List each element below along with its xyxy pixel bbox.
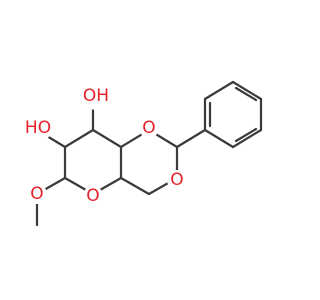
hydroxyl-left-label: HO (25, 118, 51, 138)
atom-label-layer: OH HO O O O O (24, 82, 187, 206)
aromatic-double-bond-2 (234, 127, 258, 143)
hydroxyl-top-label: OH (83, 86, 109, 106)
label-mask-acetal-upper-o (139, 118, 159, 138)
bond-layer (35, 80, 263, 227)
bond-c8-c7 (63, 128, 95, 149)
label-mask-acetal-lower-o (167, 170, 187, 190)
aromatic-double-bond-3 (234, 86, 258, 102)
label-mask-left-ho (24, 114, 52, 142)
bond-ph-4-5 (231, 80, 263, 101)
methoxy-oxygen-label: O (30, 184, 43, 204)
bond-c8-c8a (91, 128, 123, 149)
bond-ph-5-6 (203, 80, 235, 101)
label-mask-top-oh (82, 82, 110, 110)
bond-c2-phenyl (175, 128, 207, 149)
ring-oxygen-label: O (86, 186, 99, 206)
label-mask-methoxy-o (27, 184, 47, 204)
bond-ph-2-3 (231, 128, 263, 149)
bond-ph-1-2 (203, 128, 235, 149)
acetal-oxygen-lower-label: O (170, 170, 183, 190)
molecule-structure: OH HO O O O O (24, 80, 263, 227)
acetal-oxygen-upper-label: O (142, 118, 155, 138)
label-mask-ring-o (83, 186, 103, 206)
bond-c4-c4a (119, 176, 151, 196)
